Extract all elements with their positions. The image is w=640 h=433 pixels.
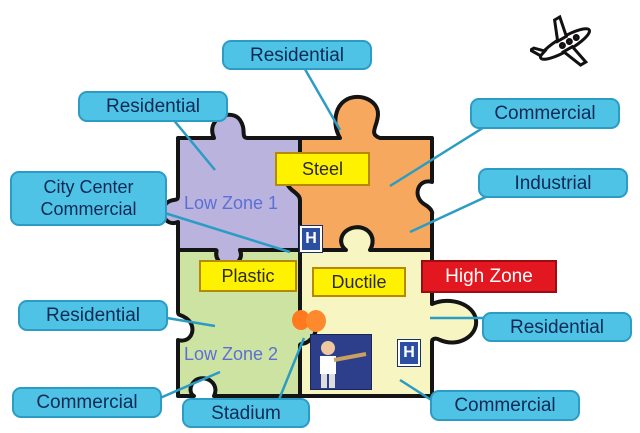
city-center-line1: City Center [43, 176, 134, 197]
callout-residential-upper-left: Residential [78, 91, 228, 122]
callout-residential-top: Residential [222, 40, 372, 70]
hydrant-badge-top: H [299, 225, 323, 253]
ductile-label: Ductile [312, 267, 406, 297]
callout-commercial-bottom-right: Commercial [430, 390, 580, 421]
callout-residential-mid-left: Residential [18, 300, 168, 331]
plastic-label: Plastic [199, 260, 297, 292]
baseball-player-icon [310, 334, 372, 390]
airplane-icon [530, 14, 591, 67]
balloon-icon [292, 310, 326, 332]
puzzle-piece-purple [161, 112, 302, 268]
callout-residential-mid-right: Residential [482, 312, 632, 342]
callout-city-center-commercial: City Center Commercial [10, 171, 167, 226]
low-zone-1-label: Low Zone 1 [184, 193, 279, 213]
city-center-line2: Commercial [40, 198, 137, 219]
hydrant-badge-bottom: H [397, 339, 421, 367]
leader-lines [154, 63, 496, 405]
steel-label: Steel [275, 152, 370, 186]
callout-commercial-right-top: Commercial [470, 98, 620, 129]
high-zone-label: High Zone [421, 260, 557, 293]
callout-industrial: Industrial [478, 168, 628, 198]
low-zone-2-label: Low Zone 2 [184, 344, 279, 364]
callout-stadium: Stadium [182, 398, 310, 428]
callout-commercial-bottom-left: Commercial [12, 387, 162, 418]
